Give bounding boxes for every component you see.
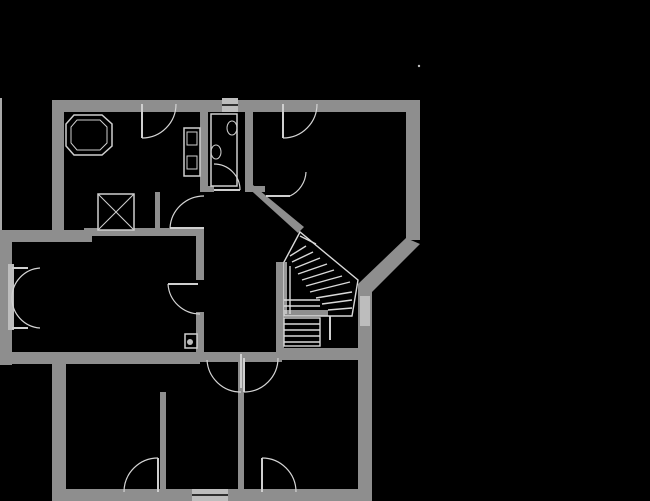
wall-hall-right-room-foot [245, 186, 265, 192]
wall-stair-left [276, 262, 284, 350]
door-wc [213, 163, 241, 191]
wall-upper-left [52, 100, 64, 240]
door-diagonal [266, 171, 307, 197]
walls [0, 98, 420, 501]
window-top-wc [222, 98, 238, 112]
wall-upper-right [406, 100, 420, 240]
wall-diagonal-right [358, 238, 420, 292]
window-bottom [192, 489, 228, 501]
wall-lower-left [52, 352, 66, 501]
left-edge-line [0, 98, 2, 233]
door-bedroom-middle [206, 354, 242, 393]
toilet [210, 113, 238, 187]
door-bath-hall [169, 195, 205, 229]
wall-left-wing-top [0, 230, 92, 242]
wall-left-wing-left [0, 230, 12, 365]
stairs [283, 230, 359, 347]
door-bottom-right [261, 457, 297, 493]
washbasin-double [183, 127, 201, 177]
window-right [360, 296, 370, 326]
wall-divider-2 [238, 352, 244, 492]
wall-left-room-right-lower [196, 312, 204, 356]
wall-bath-wc-foot [200, 186, 214, 192]
window-double [8, 264, 41, 330]
door-bedroom-right [243, 357, 279, 393]
wall-stair-bottom [276, 310, 328, 316]
wall-divider-1 [160, 392, 166, 492]
door-left-room [167, 283, 201, 315]
doors [123, 103, 331, 493]
wall-shower-side [155, 192, 160, 232]
wall-lower-right-top [276, 348, 372, 360]
door-bottom-left [123, 457, 159, 493]
radiator [184, 333, 198, 349]
wall-bath-bottom [84, 228, 204, 236]
wall-bath-wc [200, 100, 208, 192]
wall-diagonal-inner [245, 185, 304, 233]
wall-left-room-right-upper [196, 228, 204, 280]
door-right-room [282, 103, 318, 139]
wall-left-wing-bottom [0, 352, 200, 364]
wall-lower-right [358, 352, 372, 501]
wall-hall-right-room [245, 100, 253, 192]
bathtub [65, 114, 113, 156]
door-bath [141, 103, 177, 139]
shower [97, 193, 135, 231]
north-mark [417, 64, 421, 68]
